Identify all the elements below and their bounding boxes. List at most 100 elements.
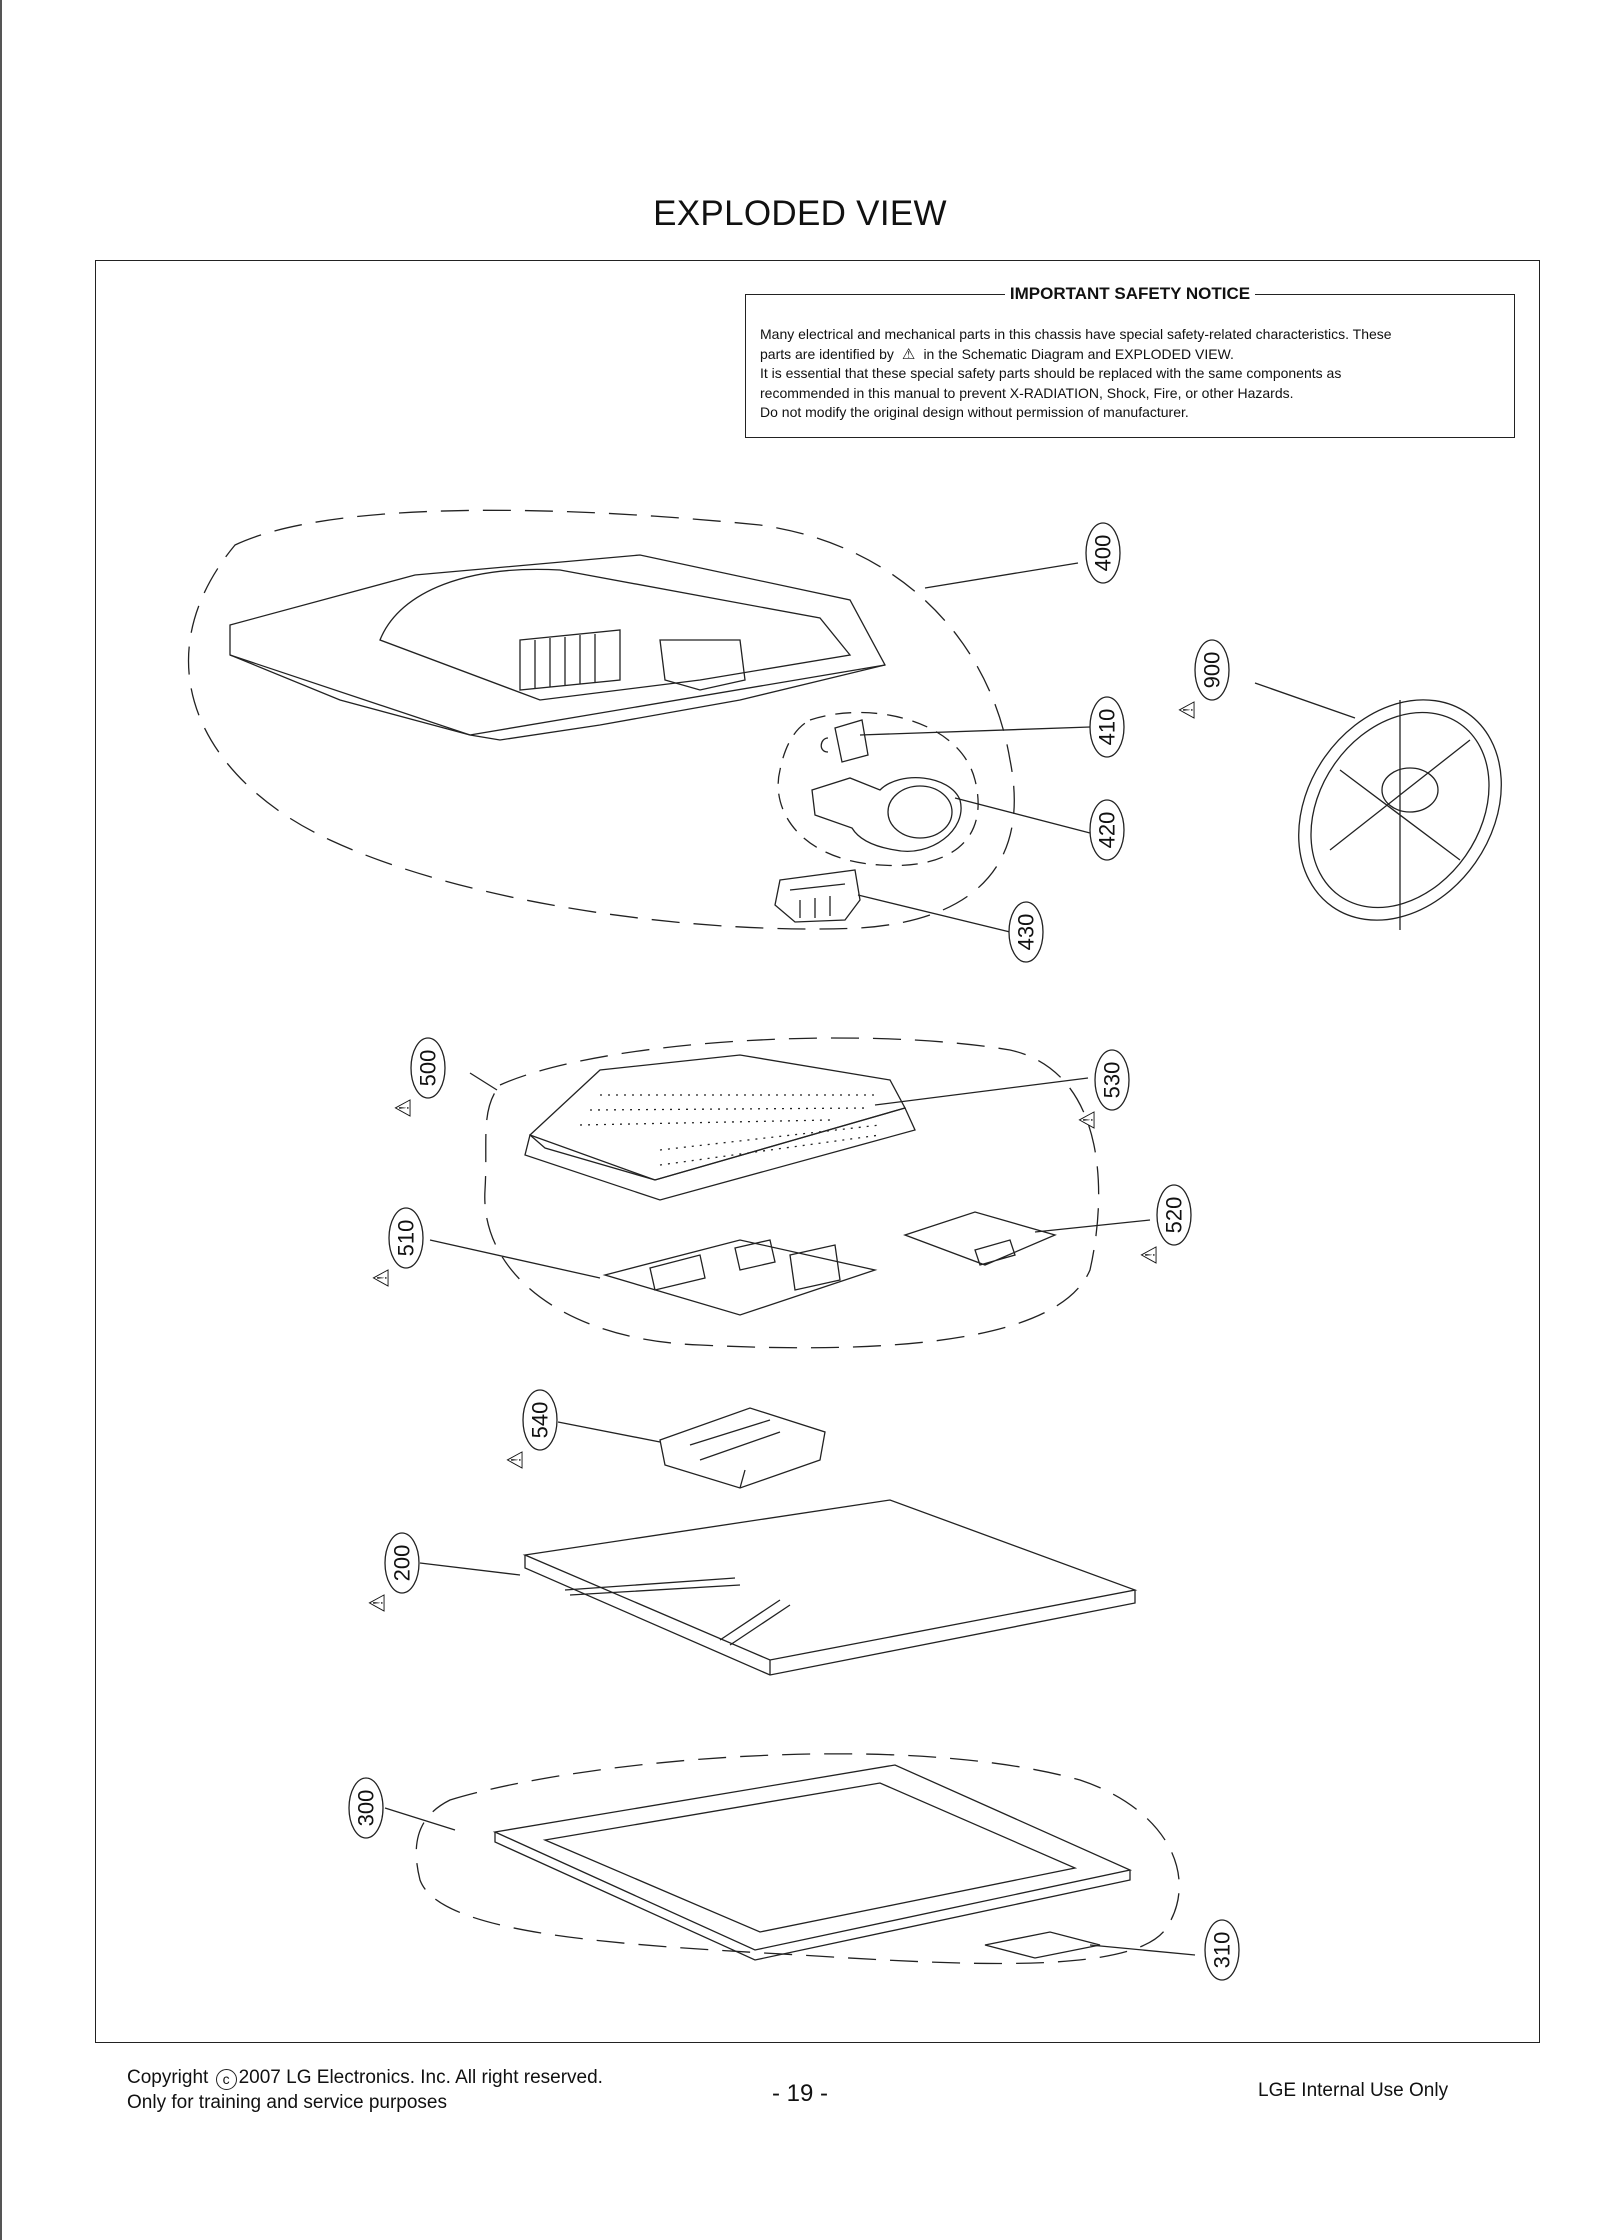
callout-900: 900 <box>1194 639 1230 701</box>
callout-300-ellipse <box>348 1777 384 1839</box>
footer-internal-use: LGE Internal Use Only <box>1258 2080 1449 2101</box>
callout-520-label: 520 <box>1162 1197 1187 1234</box>
callout-540-label: 540 <box>528 1402 553 1439</box>
group-500-boundary <box>484 1037 1100 1349</box>
leader-520 <box>1034 1219 1151 1233</box>
leader-430 <box>857 894 1011 933</box>
lcd-panel-200 <box>522 1499 1138 1661</box>
leader-530 <box>874 1077 1089 1106</box>
leader-400 <box>924 562 1079 589</box>
copyright-symbol-icon: c <box>215 2069 237 2090</box>
hinge-neck-ring <box>887 785 953 839</box>
back-cover-dome <box>379 568 852 701</box>
leader-420 <box>954 797 1091 834</box>
back-cover-vent <box>519 629 621 691</box>
warning-triangle-icon: ⚠ <box>1176 700 1201 720</box>
callout-500-ellipse <box>410 1037 446 1099</box>
leader-510 <box>429 1239 601 1279</box>
callout-510-ellipse <box>388 1207 424 1269</box>
group-400-boundary <box>187 509 1015 930</box>
stand-base-ribs <box>1329 700 1471 930</box>
control-bar-310 <box>984 1931 1101 1959</box>
safety-notice-title: IMPORTANT SAFETY NOTICE <box>746 284 1514 304</box>
safety-notice-box: IMPORTANT SAFETY NOTICE Many electrical … <box>745 284 1515 438</box>
callout-540-ellipse <box>522 1389 558 1451</box>
warning-triangle-icon: ⚠ <box>1076 1110 1101 1130</box>
leader-200 <box>419 1562 521 1576</box>
callout-410-ellipse <box>1089 696 1125 758</box>
warning-triangle-icon: ⚠ <box>897 345 920 363</box>
callout-200: 200 <box>384 1532 420 1594</box>
hinge-cover-430 <box>774 869 861 923</box>
notice-line-5: Do not modify the original design withou… <box>760 404 1189 420</box>
callout-540: 540 <box>522 1389 558 1451</box>
callout-430-ellipse <box>1008 901 1044 963</box>
stand-base-hub <box>1381 767 1439 813</box>
shield-case-530 <box>529 1054 906 1181</box>
diagram-frame <box>95 260 1540 2043</box>
callout-410: 410 <box>1089 696 1125 758</box>
callout-530: 530 <box>1094 1049 1130 1111</box>
callout-310-label: 310 <box>1210 1932 1235 1969</box>
callout-530-label: 530 <box>1100 1062 1125 1099</box>
interface-board-520 <box>903 1211 1057 1266</box>
bracket-540 <box>659 1407 826 1489</box>
callout-420-ellipse <box>1089 799 1125 861</box>
callout-410-label: 410 <box>1095 709 1120 746</box>
shield-holes <box>579 1094 881 1166</box>
callout-200-label: 200 <box>390 1545 415 1582</box>
safety-notice-body: Many electrical and mechanical parts in … <box>760 325 1500 423</box>
back-cover-group <box>187 509 1091 933</box>
callout-500: 500 <box>410 1037 446 1099</box>
leader-500 <box>469 1072 498 1091</box>
warning-triangle-icon: ⚠ <box>366 1593 391 1613</box>
electronics-group <box>429 1037 1151 1349</box>
footer-purpose-line: Only for training and service purposes <box>127 2092 447 2113</box>
notice-line-2: parts are identified by ⚠ in the Schemat… <box>760 345 1234 363</box>
callout-400-ellipse <box>1085 522 1121 584</box>
callout-900-ellipse <box>1194 639 1230 701</box>
front-bezel-group <box>384 1753 1196 1965</box>
callout-420: 420 <box>1089 799 1125 861</box>
callout-400-label: 400 <box>1091 535 1116 572</box>
group-410-420-boundary <box>777 711 979 867</box>
back-cover-hinge-slot <box>659 639 746 691</box>
callout-430-label: 430 <box>1014 914 1039 951</box>
callout-300: 300 <box>348 1777 384 1839</box>
warning-triangle-icon: ⚠ <box>392 1098 417 1118</box>
power-board-510 <box>602 1239 878 1316</box>
warning-triangle-icon: ⚠ <box>370 1268 395 1288</box>
front-bezel-edge <box>494 1832 1131 1961</box>
leader-300 <box>384 1807 456 1831</box>
callout-510-label: 510 <box>394 1220 419 1257</box>
group-300-boundary <box>415 1753 1180 1965</box>
callout-520: 520 <box>1156 1184 1192 1246</box>
front-bezel-window <box>542 1782 1078 1933</box>
notice-line-1: Many electrical and mechanical parts in … <box>760 326 1392 342</box>
callout-300-label: 300 <box>354 1790 379 1827</box>
warning-triangle-icon: ⚠ <box>504 1450 529 1470</box>
warning-triangle-icon: ⚠ <box>1138 1245 1163 1265</box>
callout-420-label: 420 <box>1095 812 1120 849</box>
callout-520-ellipse <box>1156 1184 1192 1246</box>
callout-200-ellipse <box>384 1532 420 1594</box>
bracket-group <box>557 1407 826 1489</box>
page-number: - 19 - <box>771 2080 828 2107</box>
lcd-panel-group <box>419 1499 1138 1676</box>
callout-500-label: 500 <box>416 1050 441 1087</box>
notice-line-3: It is essential that these special safet… <box>760 365 1342 381</box>
page-title: EXPLODED VIEW <box>653 194 947 233</box>
lcd-panel-200-edge <box>524 1555 1136 1676</box>
leader-310 <box>1089 1944 1196 1956</box>
callout-430: 430 <box>1008 901 1044 963</box>
stand-base-inner <box>1310 711 1490 909</box>
back-cover-edge <box>229 654 886 736</box>
front-bezel-300 <box>492 1764 1133 1951</box>
notice-line-4: recommended in this manual to prevent X-… <box>760 384 1294 401</box>
callout-310: 310 <box>1204 1919 1240 1981</box>
hinge-neck-420 <box>811 777 962 852</box>
part-callouts: 400410420430900⚠500⚠530⚠510⚠520⚠540⚠200⚠… <box>348 522 1240 1981</box>
